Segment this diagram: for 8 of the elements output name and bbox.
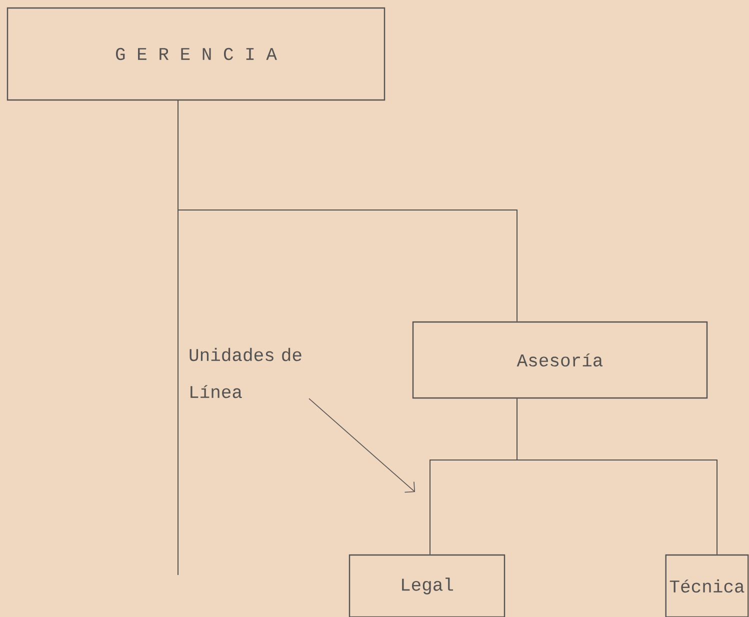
org-box: Legal	[348, 554, 506, 617]
org-box: Asesoría	[412, 321, 708, 399]
connector-line	[178, 100, 518, 322]
connector-line	[516, 398, 718, 555]
org-box: G E R E N C I A	[6, 7, 386, 101]
annotation-text: Unidades de Línea	[190, 348, 302, 398]
leader-arrow	[308, 398, 415, 493]
org-box: Técnica	[665, 554, 749, 617]
